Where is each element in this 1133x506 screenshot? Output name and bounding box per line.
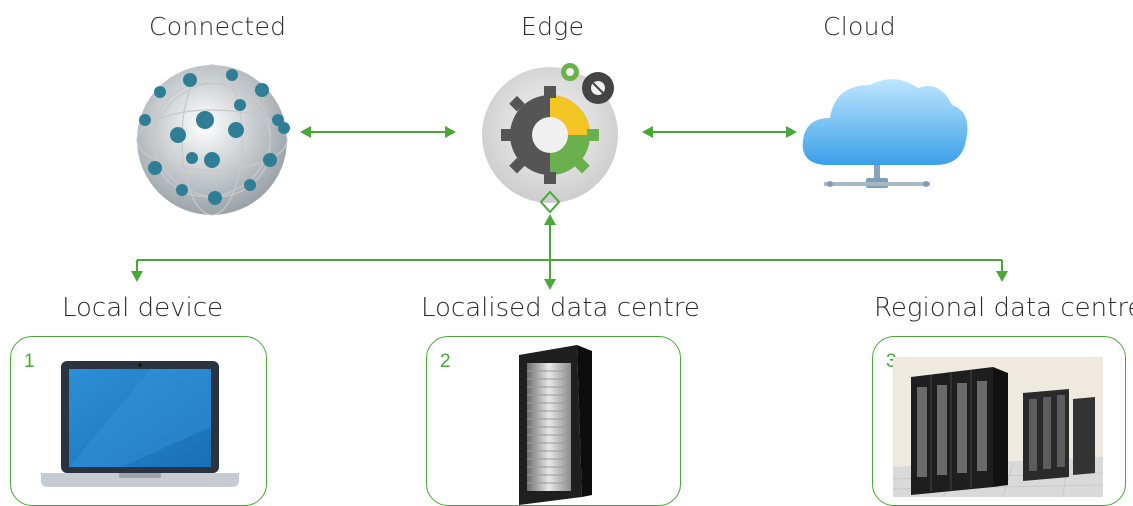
globe-network-icon (136, 64, 290, 216)
tier-label-local: Local device (62, 293, 224, 323)
gears-icon (482, 63, 618, 214)
tier-connector (131, 214, 1008, 290)
datacenter-racks-icon (892, 357, 1104, 498)
connected-edge-arrow (300, 126, 456, 138)
edge-cloud-arrow (642, 126, 797, 138)
cloud-label: Cloud (823, 12, 896, 41)
tier-number: 3 (886, 351, 897, 372)
server-rack-icon (519, 345, 592, 505)
tier-box-localised: 2 (426, 336, 681, 506)
connected-label: Connected (149, 12, 287, 41)
tier-box-local: 1 (10, 336, 267, 506)
tier-box-regional: 3 (872, 336, 1126, 506)
edge-label: Edge (521, 12, 585, 41)
tier-label-localised: Localised data centre (421, 293, 700, 323)
tier-number: 2 (440, 351, 451, 372)
cloud-server-icon (802, 79, 968, 188)
tier-label-regional: Regional data centre (874, 293, 1133, 323)
laptop-icon (41, 361, 239, 487)
tier-number: 1 (24, 351, 35, 372)
